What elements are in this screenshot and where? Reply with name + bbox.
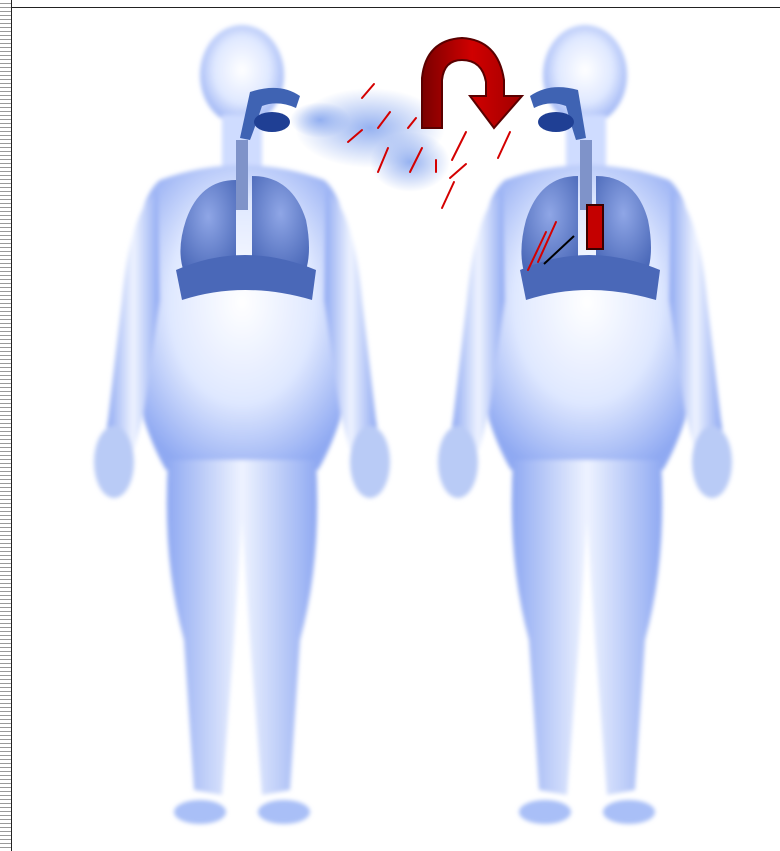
left-head xyxy=(200,25,284,125)
right-foot-r xyxy=(603,800,655,824)
right-head xyxy=(543,25,627,125)
left-torso xyxy=(132,165,352,470)
lung-marker-block xyxy=(587,205,603,249)
left-mouth xyxy=(254,112,290,132)
right-legs xyxy=(512,460,663,795)
left-foot-r xyxy=(258,800,310,824)
streak xyxy=(442,182,454,208)
right-mouth xyxy=(538,112,574,132)
left-foot-l xyxy=(174,800,226,824)
left-trachea xyxy=(236,140,248,210)
streak xyxy=(452,132,466,160)
right-trachea xyxy=(580,140,592,210)
streak xyxy=(498,132,510,158)
left-hand-r xyxy=(350,426,390,498)
left-hand-l xyxy=(94,426,134,498)
right-foot-l xyxy=(519,800,571,824)
left-legs xyxy=(167,460,318,795)
transmission-arrow xyxy=(422,38,522,128)
aerosol-cloud-left xyxy=(290,102,350,138)
right-hand-l xyxy=(438,426,478,498)
right-hand-r xyxy=(692,426,732,498)
streak xyxy=(450,164,466,178)
